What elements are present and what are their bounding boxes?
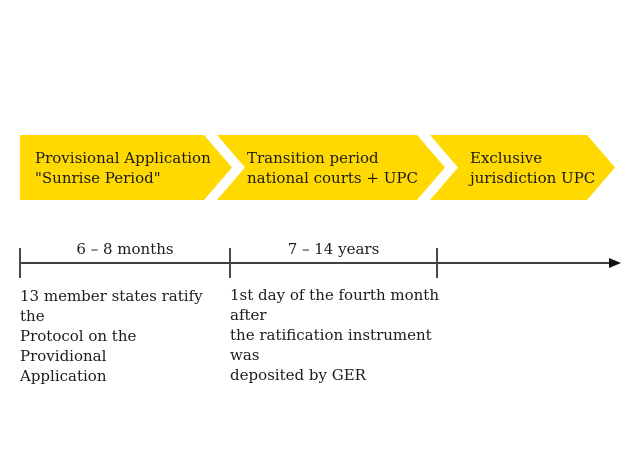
timeline-tick-middle bbox=[229, 248, 231, 278]
stage-transition-period: Transition period national courts + UPC bbox=[217, 135, 445, 200]
stage-exclusive-jurisdiction-label: Exclusive jurisdiction UPC bbox=[470, 148, 596, 187]
stage-provisional-application: Provisional Application "Sunrise Period" bbox=[20, 135, 232, 200]
stage-exclusive-jurisdiction: Exclusive jurisdiction UPC bbox=[430, 135, 615, 200]
timeline-tick-start bbox=[19, 248, 21, 278]
note-ratification-protocol: 13 member states ratify the Protocol on … bbox=[20, 287, 203, 385]
stage-provisional-application-label: Provisional Application "Sunrise Period" bbox=[35, 148, 211, 187]
timeline-tick-end bbox=[436, 248, 438, 278]
timeline-axis bbox=[20, 262, 612, 264]
note-fourth-month-deposit: 1st day of the fourth month after the ra… bbox=[230, 286, 439, 384]
stage-transition-period-label: Transition period national courts + UPC bbox=[247, 148, 418, 187]
timeline-segment-duration-years: 7 – 14 years bbox=[287, 240, 380, 258]
timeline-arrowhead-icon bbox=[609, 258, 621, 268]
timeline-segment-duration-months: 6 – 8 months bbox=[76, 240, 174, 258]
